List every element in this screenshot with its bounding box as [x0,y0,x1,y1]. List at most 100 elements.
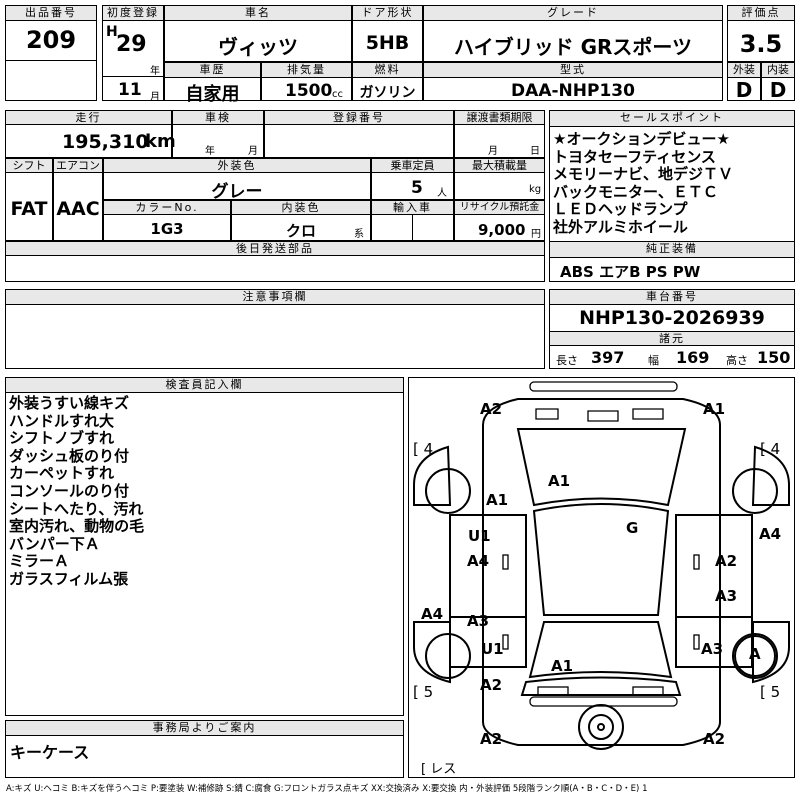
transfer-day-unit: 日 [530,146,540,157]
body-outline [482,398,721,746]
capacity-label: 乗車定員 [371,158,454,173]
inspector-notes-list: 外装うすい線キズ ハンドルすれ大 シフトノブすれ ダッシュ板のり付 カーペットす… [9,394,145,589]
notes-box [5,289,545,369]
capacity: 5 [411,178,423,198]
diagram-label: [ レス [421,762,457,777]
transfer-box [454,110,545,158]
spec-label: 諸元 [549,331,795,346]
model-box [423,62,723,101]
sales-point: バックモニター、ＥＴＣ [553,182,718,201]
reg-year: 29 [116,32,147,57]
right-rear-quarter [752,621,790,684]
width-label: 幅 [648,354,659,367]
diagram-label: A2 [480,730,503,748]
sales-label: セールスポイント [549,110,795,127]
diagram-label: A4 [467,552,490,570]
diagram-label: A1 [551,657,574,675]
fuel-box [352,62,423,101]
mileage: 195,310 [62,131,149,153]
sales-point: メモリーナビ、地デジＴＶ [553,165,734,184]
office-box [5,720,404,778]
width: 169 [676,348,710,367]
recycle: 9,000 [478,221,526,239]
insp-year-unit: 年 [205,146,215,157]
inspector-note: ハンドルすれ大 [9,411,115,430]
diagram-label: A4 [759,525,782,543]
sales-points-list: ★オークションデビュー★ トヨタセーフティセンス メモリーナビ、地デジＴＶ バッ… [553,130,734,237]
ext-rating: D [735,78,753,102]
height-label: 高さ [726,354,748,367]
disp-box [261,62,352,101]
shift-box [5,158,53,241]
inspector-box [5,377,404,716]
rear-window-outline [528,621,673,679]
inspector-note: 室内汚れ、動物の毛 [9,517,145,536]
recycle-unit: 円 [531,229,541,240]
disp-unit: cc [332,89,343,100]
front-bumper-outline [529,381,678,392]
int-rating: D [769,78,787,102]
left-rear-quarter [413,621,451,684]
door-handle [693,554,700,570]
spare-tire-hub [597,723,605,731]
right-front-door [675,514,753,618]
inspector-note: シートへたり、汚れ [9,499,144,518]
divider [102,76,164,77]
office-text: キーケース [10,743,90,762]
ext-label: 外装 [727,62,761,78]
chassis-box [549,289,795,369]
diagram-label: G [626,519,639,537]
score-label: 評価点 [727,5,795,21]
lot-label: 出品番号 [5,5,97,21]
ext-box [727,62,761,101]
interior-box [231,200,371,241]
car-damage-diagram [413,381,790,750]
length-label: 長さ [556,354,578,367]
diagram-label: A2 [480,676,503,694]
diagram-label: A1 [548,472,571,490]
inspector-note: ガラスフィルム張 [9,569,129,588]
inspector-note: コンソールのり付 [9,481,130,500]
grade: ハイブリッド GRスポーツ [454,35,692,59]
diagram-label: [ 4 [413,440,434,458]
recycle-box [454,200,545,241]
inspector-note: ダッシュ板のり付 [9,446,130,465]
fuel: ガソリン [359,85,416,101]
capacity-box [371,158,454,200]
ac-label: エアコン [53,158,103,173]
door-label: ドア形状 [352,5,423,21]
regno-box [264,110,454,158]
year-unit: 年 [150,66,160,77]
tail-lamp-left [537,686,569,696]
reg-month: 11 [118,80,142,100]
diagram-label: A2 [703,730,726,748]
shift: FAT [10,198,48,220]
interior: クロ [285,222,316,240]
sales-point: 社外アルミホイール [553,217,688,236]
diagram-label: A2 [480,400,503,418]
diagram-label: A1 [486,491,509,509]
diagram-label: A3 [467,612,490,630]
sales-point: トヨタセーフティセンス [553,147,716,166]
equipment: ABS エアB PS PW [560,263,701,281]
door-handle [502,554,509,570]
grille-outline [535,408,664,422]
color-box [103,158,371,200]
displacement: 1500 [285,81,333,101]
inspector-note: バンパー下Ａ [9,534,100,553]
spare-tire-inner [588,714,614,740]
colorno: 1G3 [150,220,184,238]
name-label: 車名 [164,5,352,21]
inspector-note: 外装うすい線キズ [9,394,130,412]
car-name: ヴィッツ [218,35,298,59]
door-type: 5HB [365,32,410,54]
int-box [761,62,795,101]
left-front-fender [413,445,452,506]
reg-era: H [106,24,118,40]
fuel-label: 燃料 [352,62,423,78]
wheel-rear-right [732,633,778,679]
diagram-label: A4 [421,605,444,623]
inspector-note: シフトノブすれ [9,429,115,448]
diagram-label: [ 4 [760,440,781,458]
diagram-label: A2 [715,552,738,570]
